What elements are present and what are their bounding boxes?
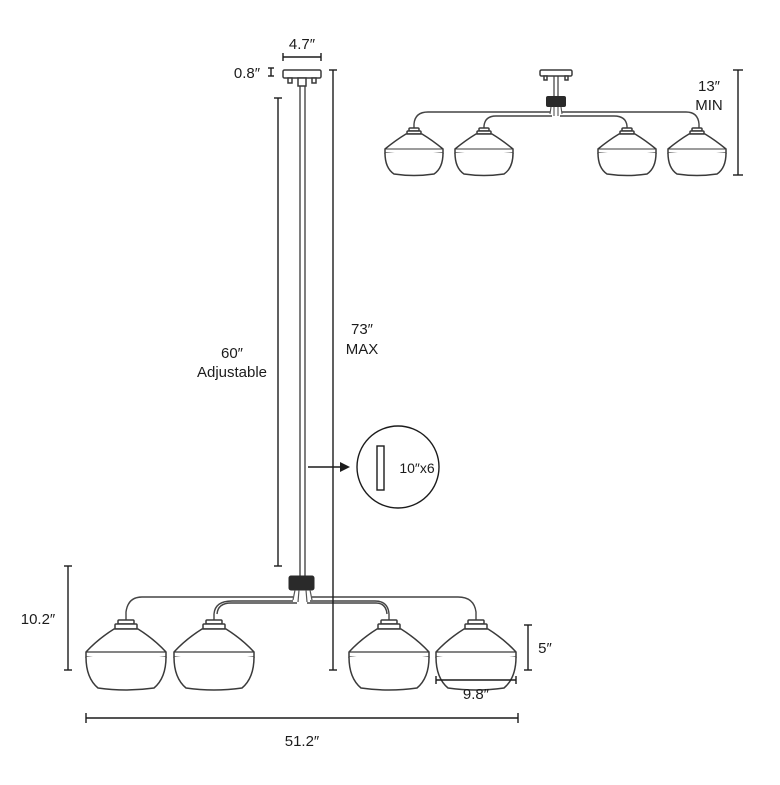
min-shade-2 xyxy=(454,127,514,177)
min-height-value: 13″ xyxy=(698,78,721,95)
stem-spec-label: 10″x6 xyxy=(399,460,435,476)
shade-width-label: 9.8″ xyxy=(463,686,490,703)
stem-length-value: 60″ xyxy=(221,345,244,362)
max-height-label: MAX xyxy=(346,341,379,358)
shade-2 xyxy=(173,619,255,691)
stem-rod-icon xyxy=(376,445,385,491)
center-hub xyxy=(288,575,315,591)
min-height-label: MIN xyxy=(695,97,723,114)
canopy-width-label: 4.7″ xyxy=(289,36,316,53)
shade-1 xyxy=(85,619,167,691)
stem-length-label: Adjustable xyxy=(197,364,267,381)
canopy-height-label: 0.8″ xyxy=(234,65,261,82)
max-height-value: 73″ xyxy=(351,321,374,338)
shade-3 xyxy=(348,619,430,691)
shade-height-label: 5″ xyxy=(538,640,552,657)
overall-width-label: 51.2″ xyxy=(285,733,320,750)
min-shade-4 xyxy=(667,127,727,177)
min-shade-1 xyxy=(384,127,444,177)
fixture-height-label: 10.2″ xyxy=(21,611,56,628)
min-height-view xyxy=(384,69,727,177)
min-shade-3 xyxy=(597,127,657,177)
arm-left-outer xyxy=(125,596,293,622)
canopy xyxy=(282,69,322,79)
arm-right-outer xyxy=(312,596,477,622)
